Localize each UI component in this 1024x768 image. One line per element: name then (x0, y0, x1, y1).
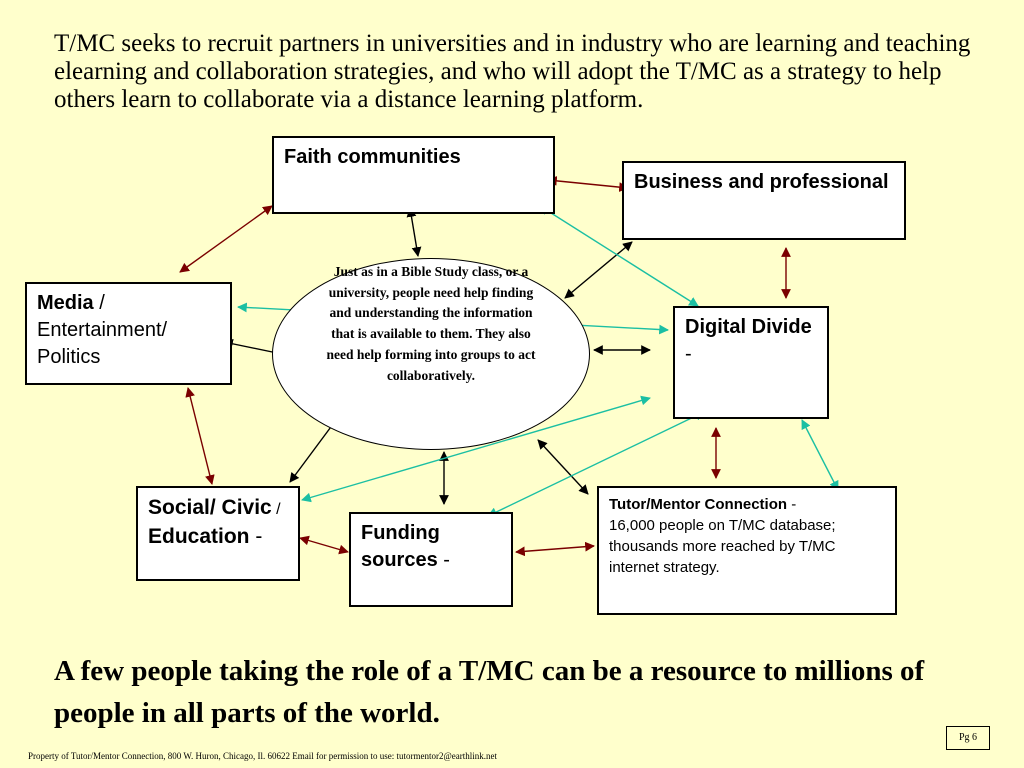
faith-title: Faith communities (284, 146, 461, 168)
media-box: Media / Entertainment/ Politics (25, 282, 232, 385)
center-text: Just as in a Bible Study class, or a uni… (326, 264, 536, 383)
arrow-digital-tutor-teal (801, 419, 839, 491)
social-title: Social/ Civic (148, 496, 272, 519)
intro-paragraph: T/MC seeks to recruit partners in univer… (54, 30, 971, 113)
arrow-funding-tutor (515, 541, 595, 557)
arrow-faith-business (547, 176, 629, 192)
digital-title: Digital Divide (685, 316, 812, 338)
funding-sources-box: Funding sources - (349, 512, 513, 607)
center-ellipse (272, 258, 590, 450)
faith-communities-box: Faith communities (272, 136, 555, 214)
conclusion-text: A few people taking the role of a T/MC c… (54, 655, 925, 729)
media-rest: / Entertainment/ Politics (37, 292, 168, 368)
social-civic-box: Social/ Civic / Education - (136, 486, 300, 581)
social-slash: / (271, 501, 281, 518)
arrow-social-funding (299, 535, 349, 555)
arrow-media-social (185, 387, 215, 485)
arrow-faith-center (406, 207, 422, 257)
media-title: Media (37, 292, 94, 314)
tutor-title: Tutor/Mentor Connection (609, 496, 788, 513)
social-title2: Education (148, 525, 250, 548)
arrow-business-center (564, 241, 633, 299)
digital-divide-box: Digital Divide - (673, 306, 829, 419)
page-number: Pg 6 (946, 726, 990, 750)
tutor-mentor-box: Tutor/Mentor Connection - 16,000 people … (597, 486, 897, 615)
arrow-digital-funding (487, 411, 705, 517)
business-professional-box: Business and professional (622, 161, 906, 240)
arrow-faith-digital (539, 205, 699, 307)
tutor-dash: - (787, 496, 797, 513)
tutor-description: 16,000 people on T/MC database; thousand… (609, 517, 836, 576)
arrow-center-tutor (537, 439, 589, 495)
business-title: Business and professional (634, 171, 889, 193)
funding-rest: - (437, 549, 450, 571)
social-rest: - (249, 525, 263, 548)
footer-copyright: Property of Tutor/Mentor Connection, 800… (28, 751, 497, 761)
digital-rest: - (685, 343, 692, 365)
arrow-media-faith (179, 205, 273, 273)
funding-title: Funding sources (361, 522, 440, 571)
